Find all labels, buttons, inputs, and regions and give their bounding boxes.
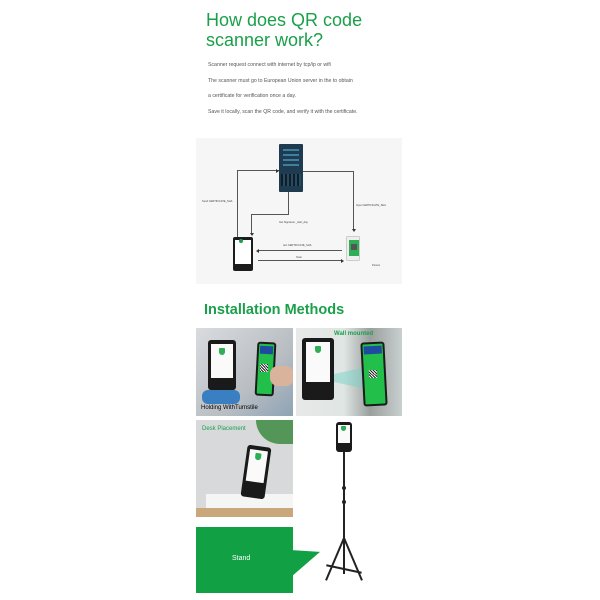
photo-turnstile: Holding WithTurnstile xyxy=(196,328,293,416)
photo-desk-placement: Desk Placement xyxy=(196,420,293,517)
arrow-icon xyxy=(256,248,259,253)
steps-list: Scanner request connect with internet by… xyxy=(208,62,408,124)
shield-icon xyxy=(219,348,225,355)
label-scan: Scan xyxy=(296,256,302,259)
label-get-signature: Get Signature _start_day xyxy=(279,221,308,224)
title-line-1: How does QR code xyxy=(206,10,363,30)
scanner-device xyxy=(336,422,352,452)
step-text: a certificate for verification once a da… xyxy=(208,93,297,99)
eu-flag-icon xyxy=(363,345,382,355)
photo-wall-mounted: Wall mounted xyxy=(296,328,402,416)
server-icon xyxy=(279,144,303,192)
arrow-icon xyxy=(341,258,344,263)
caption-desk-placement: Desk Placement xyxy=(202,426,246,432)
qr-code-icon xyxy=(368,369,378,379)
title-line-2: scanner work? xyxy=(206,30,324,50)
green-pass-phone xyxy=(360,341,388,407)
label-person: Person xyxy=(372,264,381,267)
step-text: Scanner request connect with internet by… xyxy=(208,62,331,68)
photo-stand xyxy=(296,420,402,595)
scanner-device xyxy=(240,444,272,500)
label-text: text CERTIFICATE_SHA xyxy=(283,244,312,247)
caption-turnstile: Holding WithTurnstile xyxy=(201,405,258,411)
caption-stand: Stand xyxy=(232,555,251,562)
shield-icon xyxy=(341,426,346,431)
workflow-diagram: Send CERTIFICATE_SHA Get Signature _star… xyxy=(196,138,402,284)
scanner-device xyxy=(302,338,334,400)
eu-flag-icon xyxy=(259,345,274,355)
page-title: How does QR code scanner work? xyxy=(206,10,362,50)
arrow-icon xyxy=(351,229,356,232)
installation-title: Installation Methods xyxy=(204,302,345,318)
content-column: How does QR code scanner work? Scanner r… xyxy=(196,0,402,600)
label-send: Send CERTIFICATE_SHA xyxy=(202,200,233,203)
qr-code-icon xyxy=(259,363,269,373)
shield-icon xyxy=(315,346,321,353)
arrow-icon xyxy=(249,233,254,236)
arrow-icon xyxy=(276,168,279,173)
step-text: The scanner must go to European Union se… xyxy=(208,77,353,84)
step-text: Save it locally, scan the QR code, and v… xyxy=(208,108,358,115)
label-input: Input CERTIFICATE_SHA xyxy=(356,204,387,207)
stand-callout xyxy=(196,527,293,593)
caption-wall-mounted: Wall mounted xyxy=(334,331,374,337)
phone-qr-icon xyxy=(346,236,360,261)
tablet-scanner-icon xyxy=(233,237,253,271)
scanner-device xyxy=(208,340,236,390)
